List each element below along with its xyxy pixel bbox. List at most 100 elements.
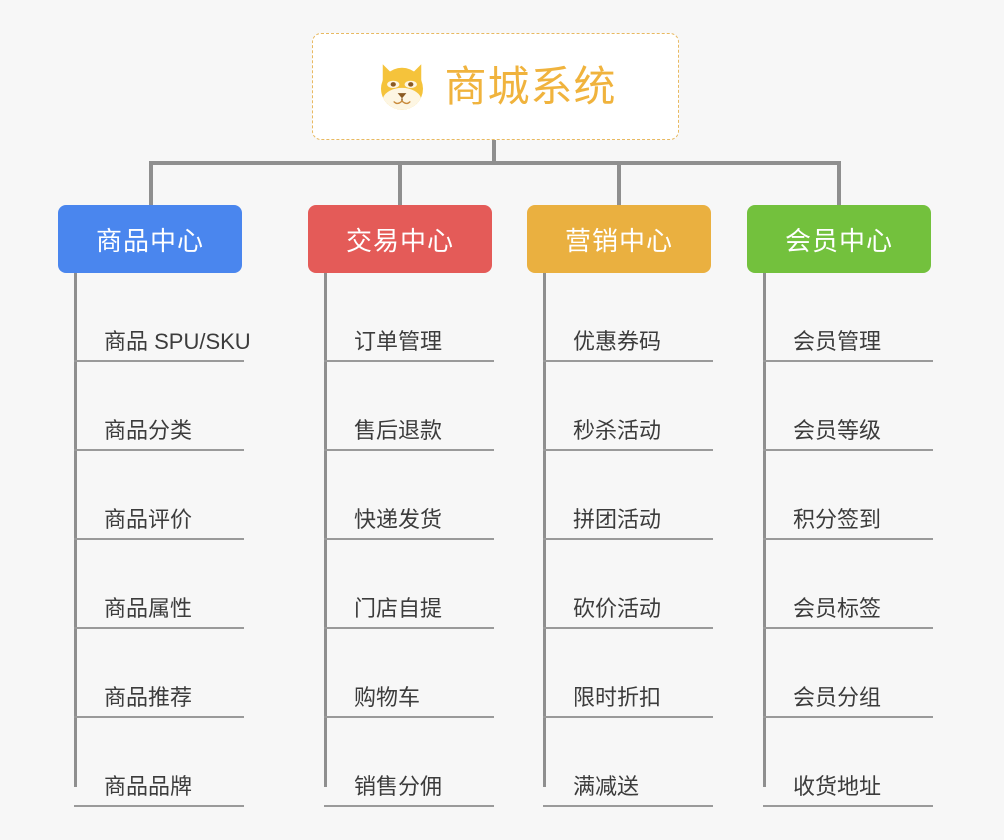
leaf-underline: 收货地址 <box>763 773 933 807</box>
leaf-underline: 售后退款 <box>324 417 494 451</box>
leaf-item[interactable]: 商品评价 <box>58 451 244 540</box>
leaf-underline: 订单管理 <box>324 328 494 362</box>
leaf-label: 商品品牌 <box>104 773 193 799</box>
leaf-label: 快递发货 <box>354 506 443 532</box>
branch-2: 交易中心订单管理售后退款快递发货门店自提购物车销售分佣 <box>308 205 494 807</box>
leaf-list-3: 优惠券码秒杀活动拼团活动砍价活动限时折扣满减送 <box>527 273 713 807</box>
branch-3: 营销中心优惠券码秒杀活动拼团活动砍价活动限时折扣满减送 <box>527 205 713 807</box>
leaf-item[interactable]: 商品 SPU/SKU <box>58 273 251 362</box>
branch-4: 会员中心会员管理会员等级积分签到会员标签会员分组收货地址 <box>747 205 933 807</box>
branch-header-4[interactable]: 会员中心 <box>747 205 931 273</box>
leaf-label: 优惠券码 <box>573 328 662 354</box>
leaf-label: 订单管理 <box>354 328 443 354</box>
branch-header-label: 商品中心 <box>95 225 204 256</box>
branch-spine-3 <box>543 273 546 787</box>
leaf-item[interactable]: 购物车 <box>308 629 494 718</box>
leaf-list-2: 订单管理售后退款快递发货门店自提购物车销售分佣 <box>308 273 494 807</box>
leaf-item[interactable]: 优惠券码 <box>527 273 713 362</box>
leaf-label: 收货地址 <box>793 773 882 799</box>
leaf-underline: 门店自提 <box>324 595 494 629</box>
leaf-underline: 快递发货 <box>324 506 494 540</box>
leaf-underline: 砍价活动 <box>543 595 713 629</box>
root-node[interactable]: 商城系统 <box>312 33 679 140</box>
leaf-item[interactable]: 收货地址 <box>747 718 933 807</box>
leaf-item[interactable]: 门店自提 <box>308 540 494 629</box>
leaf-underline: 限时折扣 <box>543 684 713 718</box>
leaf-label: 门店自提 <box>354 595 443 621</box>
leaf-item[interactable]: 限时折扣 <box>527 629 713 718</box>
leaf-label: 会员标签 <box>793 595 882 621</box>
connector-root-stem <box>492 140 496 164</box>
leaf-underline: 商品属性 <box>74 595 244 629</box>
leaf-item[interactable]: 拼团活动 <box>527 451 713 540</box>
branch-header-2[interactable]: 交易中心 <box>308 205 492 273</box>
connector-horizontal-bus <box>150 161 841 165</box>
leaf-underline: 优惠券码 <box>543 328 713 362</box>
leaf-label: 销售分佣 <box>354 773 443 799</box>
leaf-label: 购物车 <box>354 684 421 710</box>
leaf-item[interactable]: 会员分组 <box>747 629 933 718</box>
branch-header-3[interactable]: 营销中心 <box>527 205 711 273</box>
leaf-item[interactable]: 售后退款 <box>308 362 494 451</box>
leaf-underline: 商品评价 <box>74 506 244 540</box>
leaf-underline: 会员标签 <box>763 595 933 629</box>
leaf-list-4: 会员管理会员等级积分签到会员标签会员分组收货地址 <box>747 273 933 807</box>
leaf-label: 砍价活动 <box>573 595 662 621</box>
root-title: 商城系统 <box>444 62 617 110</box>
connector-drop-3 <box>617 161 621 205</box>
leaf-label: 商品推荐 <box>104 684 193 710</box>
leaf-label: 秒杀活动 <box>573 417 662 443</box>
branch-header-label: 交易中心 <box>345 225 454 256</box>
leaf-underline: 商品品牌 <box>74 773 244 807</box>
leaf-item[interactable]: 会员标签 <box>747 540 933 629</box>
branch-header-1[interactable]: 商品中心 <box>58 205 242 273</box>
leaf-underline: 积分签到 <box>763 506 933 540</box>
leaf-item[interactable]: 砍价活动 <box>527 540 713 629</box>
leaf-underline: 商品推荐 <box>74 684 244 718</box>
dog-face-icon <box>374 59 430 115</box>
leaf-underline: 会员管理 <box>763 328 933 362</box>
branch-spine-4 <box>763 273 766 787</box>
leaf-item[interactable]: 商品属性 <box>58 540 244 629</box>
leaf-underline: 购物车 <box>324 684 494 718</box>
leaf-label: 售后退款 <box>354 417 443 443</box>
leaf-item[interactable]: 商品品牌 <box>58 718 244 807</box>
leaf-underline: 秒杀活动 <box>543 417 713 451</box>
branch-spine-2 <box>324 273 327 787</box>
leaf-label: 会员等级 <box>793 417 882 443</box>
connector-drop-2 <box>398 161 402 205</box>
leaf-underline: 拼团活动 <box>543 506 713 540</box>
connector-drop-4 <box>837 161 841 205</box>
leaf-item[interactable]: 商品分类 <box>58 362 244 451</box>
leaf-underline: 满减送 <box>543 773 713 807</box>
leaf-list-1: 商品 SPU/SKU 商品分类商品评价商品属性商品推荐商品品牌 <box>58 273 251 807</box>
leaf-label: 拼团活动 <box>573 506 662 532</box>
leaf-item[interactable]: 会员等级 <box>747 362 933 451</box>
branch-1: 商品中心商品 SPU/SKU 商品分类商品评价商品属性商品推荐商品品牌 <box>58 205 251 807</box>
leaf-label: 满减送 <box>573 773 640 799</box>
branch-header-label: 营销中心 <box>564 225 673 256</box>
leaf-item[interactable]: 订单管理 <box>308 273 494 362</box>
leaf-item[interactable]: 秒杀活动 <box>527 362 713 451</box>
leaf-label: 商品属性 <box>104 595 193 621</box>
leaf-label: 会员分组 <box>793 684 882 710</box>
leaf-item[interactable]: 积分签到 <box>747 451 933 540</box>
leaf-item[interactable]: 销售分佣 <box>308 718 494 807</box>
leaf-label: 限时折扣 <box>573 684 662 710</box>
leaf-label: 商品 SPU/SKU <box>104 328 251 354</box>
leaf-label: 积分签到 <box>793 506 882 532</box>
leaf-item[interactable]: 快递发货 <box>308 451 494 540</box>
leaf-underline: 商品分类 <box>74 417 244 451</box>
branch-spine-1 <box>74 273 77 787</box>
leaf-item[interactable]: 会员管理 <box>747 273 933 362</box>
leaf-underline: 销售分佣 <box>324 773 494 807</box>
leaf-label: 商品评价 <box>104 506 193 532</box>
connector-drop-1 <box>149 161 153 205</box>
leaf-item[interactable]: 满减送 <box>527 718 713 807</box>
leaf-underline: 会员分组 <box>763 684 933 718</box>
leaf-label: 会员管理 <box>793 328 882 354</box>
leaf-item[interactable]: 商品推荐 <box>58 629 244 718</box>
leaf-label: 商品分类 <box>104 417 193 443</box>
leaf-underline: 会员等级 <box>763 417 933 451</box>
